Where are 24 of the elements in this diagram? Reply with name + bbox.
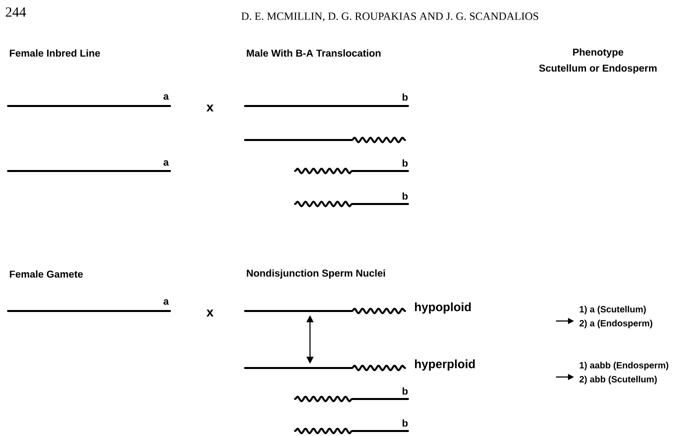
gene-label: b — [402, 192, 408, 200]
heading: Female Inbred Line — [10, 49, 100, 57]
phenotype-text: 1) aabb (Endosperm) 2) abb (Scutellum) — [580, 362, 668, 384]
chromosome-label: hyperploid — [415, 359, 475, 371]
gene-label: b — [402, 93, 408, 101]
gene-label: a — [164, 299, 169, 305]
gene-label: b — [402, 419, 408, 427]
gene-label: a — [164, 160, 169, 166]
cross-sign: x — [206, 310, 214, 316]
heading: Scutellum or Endosperm — [539, 64, 657, 74]
chromosome-drawing — [244, 364, 406, 372]
chromosome-label: hypoploid — [415, 302, 471, 314]
phenotype-text: 1) a (Scutellum) 2) a (Endosperm) — [580, 306, 652, 328]
gene-label: b — [402, 159, 408, 167]
gene-label: a — [164, 94, 169, 100]
heading: Nondisjunction Sperm Nuclei — [246, 269, 385, 279]
page-number: 244 — [6, 7, 26, 17]
gene-label: b — [402, 387, 408, 395]
heading: Phenotype — [573, 48, 624, 58]
heading: Female Gamete — [10, 270, 83, 278]
chromosome-drawing — [244, 308, 406, 314]
cross-sign: x — [206, 104, 214, 112]
heading: Male With B-A Translocation — [246, 49, 381, 57]
author-line: D. E. MCMILLIN, D. G. ROUPAKIAS AND J. G. SCANDALIOS — [241, 12, 538, 22]
